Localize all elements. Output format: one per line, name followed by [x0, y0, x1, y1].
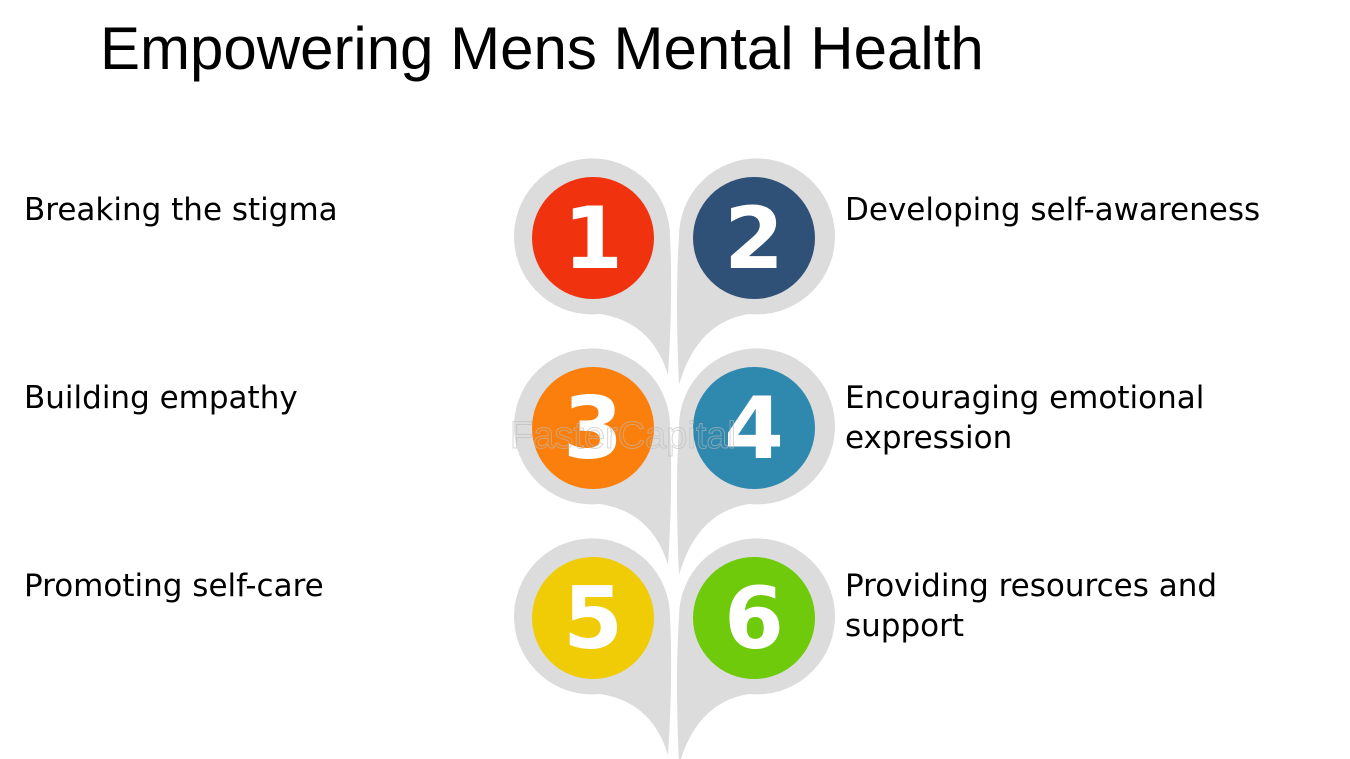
number-text-6: 6 — [724, 569, 784, 669]
number-text-5: 5 — [563, 569, 623, 669]
page-title: Empowering Mens Mental Health — [100, 15, 984, 82]
number-circle-2 — [693, 177, 815, 299]
item-label-3: Building empathy — [24, 380, 298, 416]
number-text-4: 4 — [724, 379, 784, 479]
number-circle-5 — [532, 557, 654, 679]
number-circle-3 — [532, 367, 654, 489]
number-circle-1 — [532, 177, 654, 299]
number-circle-4 — [693, 367, 815, 489]
number-circle-6 — [693, 557, 815, 679]
item-label-1: Breaking the stigma — [24, 192, 338, 228]
item-label-4: Encouraging emotional expression — [845, 380, 1205, 456]
number-text-2: 2 — [724, 189, 784, 289]
number-text-1: 1 — [563, 189, 623, 289]
number-text-3: 3 — [563, 379, 623, 479]
watermark-logo: FasterCapital — [510, 415, 736, 457]
item-label-2: Developing self-awareness — [845, 192, 1261, 228]
item-label-5: Promoting self-care — [24, 568, 324, 604]
item-label-6: Providing resources and support — [845, 568, 1218, 644]
